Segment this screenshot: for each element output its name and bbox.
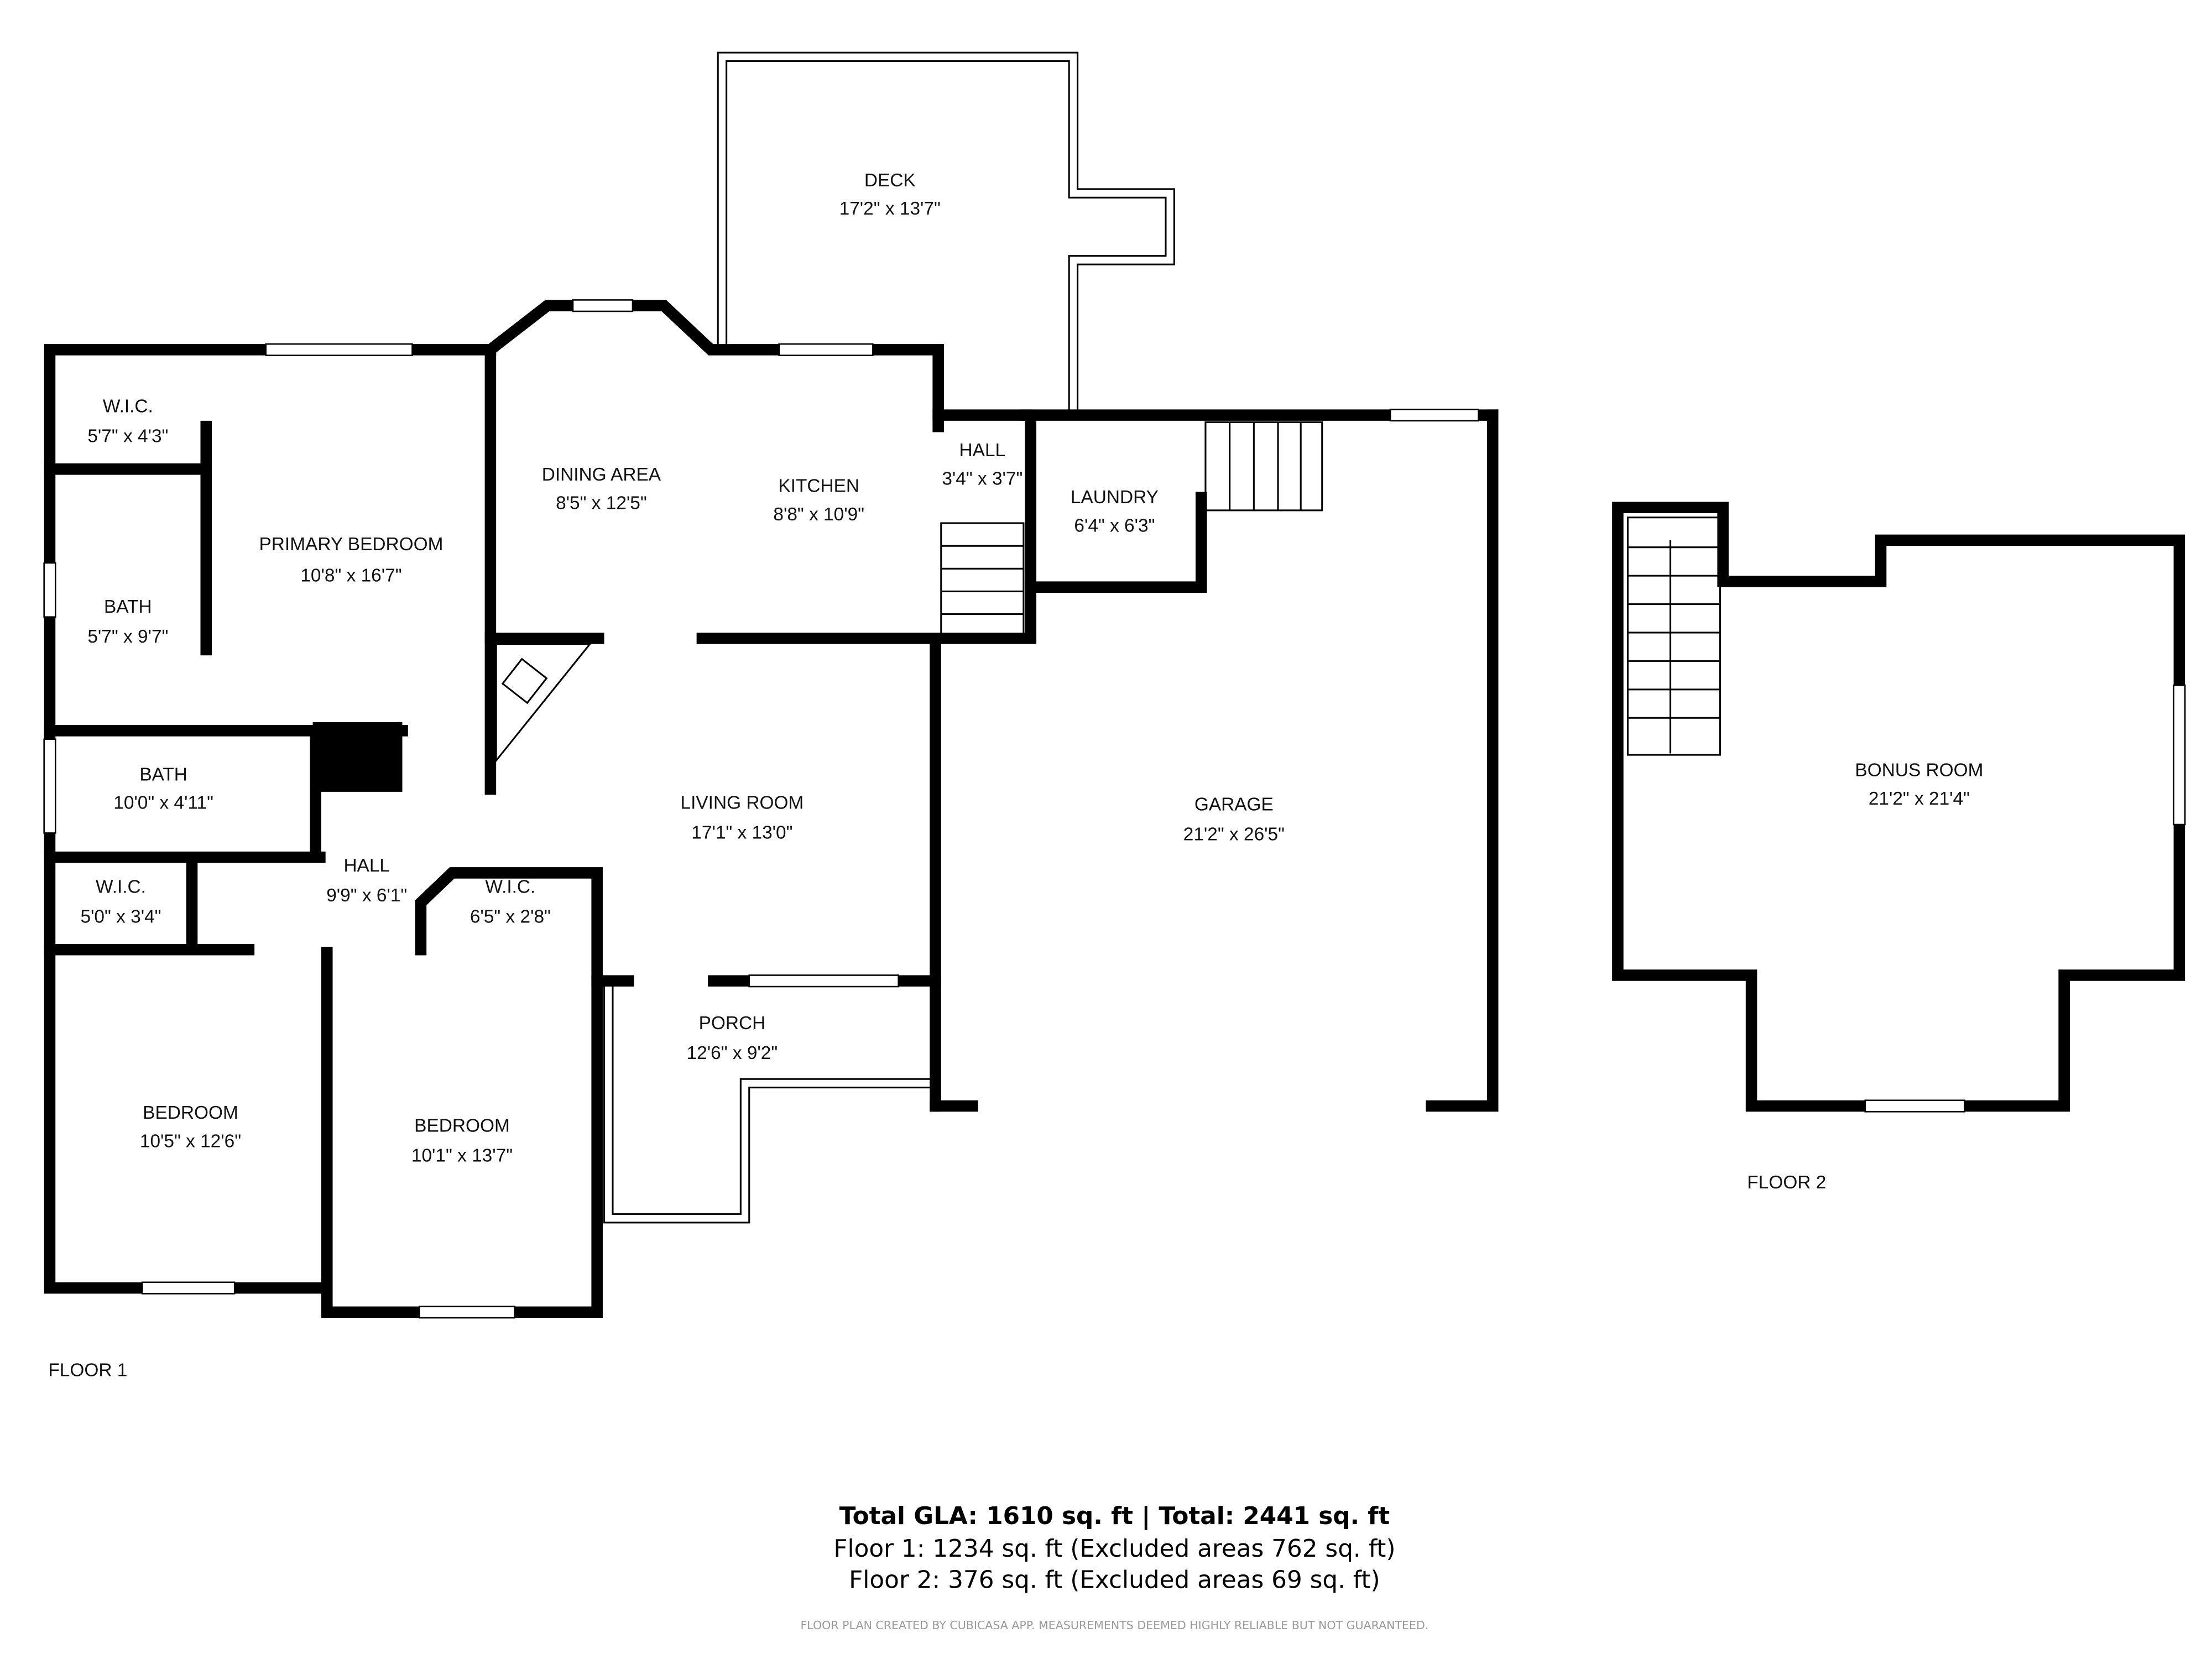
- porch-outline: [603, 980, 931, 1224]
- room-size: 5'7" x 9'7": [87, 627, 168, 647]
- room-kitchen: KITCHEN 8'8" x 10'9": [773, 476, 864, 524]
- room-hall: HALL 9'9" x 6'1": [326, 855, 407, 906]
- room-name: BEDROOM: [414, 1115, 510, 1136]
- room-name: BEDROOM: [143, 1103, 238, 1123]
- room-bonus-room: BONUS ROOM 21'2" x 21'4": [1855, 760, 1983, 809]
- room-garage: GARAGE 21'2" x 26'5": [1183, 794, 1285, 844]
- floor2-walls: [1612, 502, 2186, 1113]
- room-wic-primary: W.I.C. 5'7" x 4'3": [87, 397, 168, 447]
- room-name: W.I.C.: [485, 877, 535, 897]
- room-size: 6'4" x 6'3": [1074, 515, 1155, 536]
- room-size: 5'7" x 4'3": [87, 426, 168, 446]
- room-size: 9'9" x 6'1": [326, 885, 407, 906]
- room-name: HALL: [343, 855, 390, 876]
- room-size: 17'1" x 13'0": [691, 823, 792, 843]
- room-size: 10'1" x 13'7": [411, 1145, 513, 1166]
- room-deck: DECK 17'2" x 13'7": [839, 170, 941, 219]
- floor2-area: Floor 2: 376 sq. ft (Excluded areas 69 s…: [849, 1566, 1380, 1594]
- room-name: GARAGE: [1194, 794, 1274, 815]
- room-size: 10'0" x 4'11": [113, 793, 213, 813]
- room-size: 10'5" x 12'6": [140, 1131, 241, 1152]
- room-size: 21'2" x 21'4": [1869, 789, 1970, 809]
- room-name: W.I.C.: [103, 397, 153, 417]
- room-primary-bedroom: PRIMARY BEDROOM 10'8" x 16'7": [259, 534, 444, 586]
- room-size: 12'6" x 9'2": [687, 1043, 778, 1063]
- room-bedroom2: BEDROOM 10'1" x 13'7": [411, 1115, 513, 1166]
- disclaimer: FLOOR PLAN CREATED BY CUBICASA APP. MEAS…: [800, 1619, 1428, 1632]
- deck-outline: [717, 51, 1175, 415]
- room-name: HALL: [959, 440, 1006, 461]
- room-name: BONUS ROOM: [1855, 760, 1983, 781]
- floor1-area: Floor 1: 1234 sq. ft (Excluded areas 762…: [833, 1535, 1395, 1563]
- fireplace: [495, 643, 592, 763]
- room-name: W.I.C.: [96, 877, 146, 897]
- room-laundry: LAUNDRY 6'4" x 6'3": [1071, 487, 1159, 536]
- room-size: 3'4" x 3'7": [942, 469, 1022, 489]
- floor2-label: FLOOR 2: [1747, 1172, 1826, 1193]
- room-dining-area: DINING AREA 8'5" x 12'5": [542, 465, 661, 513]
- room-name: DECK: [864, 170, 916, 191]
- room-living-room: LIVING ROOM 17'1" x 13'0": [681, 793, 804, 843]
- room-name: KITCHEN: [778, 476, 859, 496]
- stairs-floor1: [940, 421, 1323, 635]
- room-bedroom1: BEDROOM 10'5" x 12'6": [140, 1103, 241, 1151]
- room-wic-bedroom1: W.I.C. 5'0" x 3'4": [80, 877, 161, 927]
- room-name: DINING AREA: [542, 465, 661, 485]
- room-size: 17'2" x 13'7": [839, 199, 941, 219]
- room-size: 6'5" x 2'8": [470, 906, 551, 927]
- floor1-walls: [43, 299, 1499, 1319]
- floor1-label: FLOOR 1: [48, 1360, 127, 1380]
- room-name: PRIMARY BEDROOM: [259, 534, 444, 555]
- room-size: 10'8" x 16'7": [300, 565, 401, 586]
- room-porch: PORCH 12'6" x 9'2": [687, 1013, 778, 1063]
- room-size: 5'0" x 3'4": [80, 906, 161, 927]
- room-name: LIVING ROOM: [681, 793, 804, 813]
- room-name: LAUNDRY: [1071, 487, 1159, 508]
- room-size: 21'2" x 26'5": [1183, 824, 1285, 844]
- room-bath-hall: BATH 10'0" x 4'11": [113, 764, 213, 813]
- room-name: PORCH: [699, 1013, 766, 1034]
- room-name: BATH: [104, 597, 152, 617]
- room-hall-small: HALL 3'4" x 3'7": [942, 440, 1022, 489]
- room-size: 8'5" x 12'5": [556, 493, 647, 513]
- total-area: Total GLA: 1610 sq. ft | Total: 2441 sq.…: [839, 1502, 1390, 1530]
- room-bath-primary: BATH 5'7" x 9'7": [87, 597, 168, 647]
- room-size: 8'8" x 10'9": [773, 504, 864, 525]
- room-name: BATH: [139, 764, 187, 785]
- room-wic-bedroom2: W.I.C. 6'5" x 2'8": [470, 877, 551, 927]
